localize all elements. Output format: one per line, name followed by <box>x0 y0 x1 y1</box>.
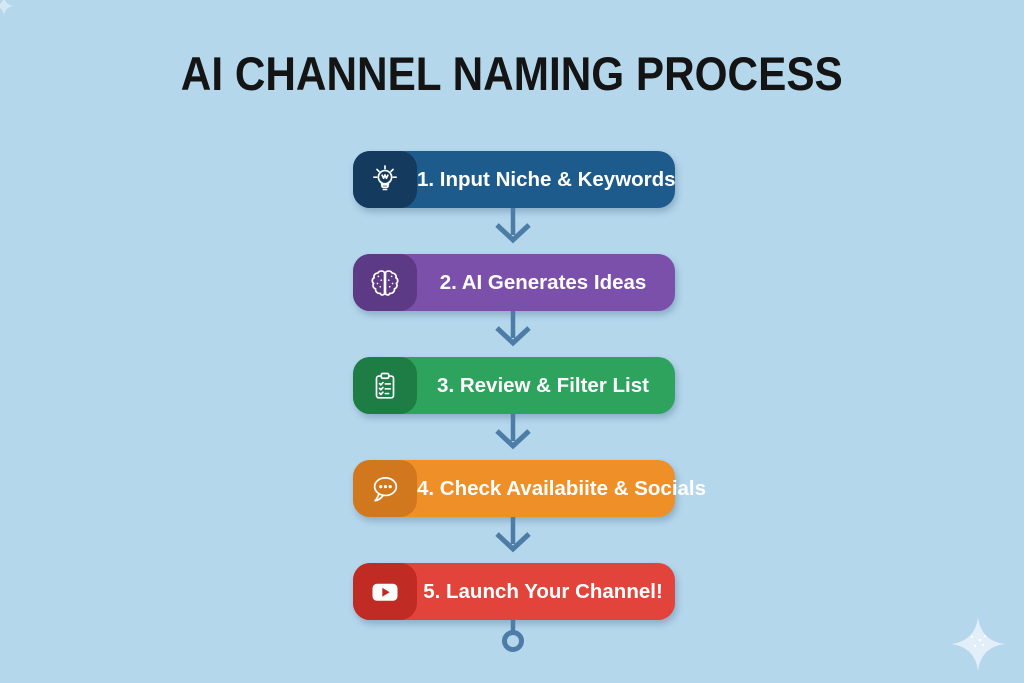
step-label: 4. Check Availabiite & Socials <box>417 476 707 500</box>
clipboard-checklist-icon <box>353 357 417 414</box>
step-5-launch-channel: 5. Launch Your Channel! <box>353 563 675 620</box>
step-label: 1. Input Niche & Keywords <box>417 167 676 191</box>
step-label: 5. Launch Your Channel! <box>423 579 663 603</box>
step-label: 3. Review & Filter List <box>437 373 649 397</box>
brain-icon <box>353 254 417 311</box>
speech-bubble-icon <box>353 460 417 517</box>
step-label: 2. AI Generates Ideas <box>439 270 647 294</box>
step-2-ai-generates: 2. AI Generates Ideas <box>353 254 675 311</box>
arrow-down-icon <box>495 517 531 553</box>
flow-end-circle <box>502 620 524 652</box>
sparkle-icon <box>951 617 1005 671</box>
step-1-input-niche: 1. Input Niche & Keywords <box>353 151 676 208</box>
step-4-check-availability: 4. Check Availabiite & Socials <box>353 460 706 517</box>
step-3-review-filter: 3. Review & Filter List <box>353 357 675 414</box>
sparkle-icon <box>0 0 14 16</box>
arrow-down-icon <box>495 311 531 347</box>
arrow-down-icon <box>495 414 531 450</box>
lightbulb-icon <box>353 151 417 208</box>
youtube-play-icon <box>353 563 417 620</box>
arrow-down-icon <box>495 208 531 244</box>
page-title: AI CHANNEL NAMING PROCESS <box>181 47 843 100</box>
